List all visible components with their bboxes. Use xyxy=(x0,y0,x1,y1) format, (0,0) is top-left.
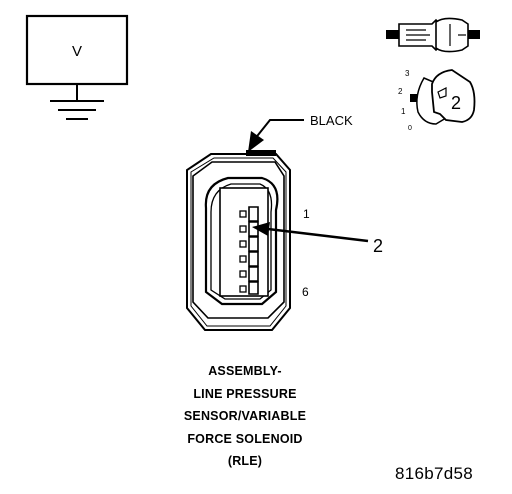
pin-callout-number: 2 xyxy=(373,236,383,256)
arrow-head-icon xyxy=(248,131,264,152)
inset-pin-number: 0 xyxy=(408,125,412,132)
connector-face: 1 6 2 xyxy=(186,150,383,331)
caption-line: FORCE SOLENOID xyxy=(187,431,303,446)
figure-id: 816b7d58 xyxy=(395,464,474,483)
color-callout: BLACK xyxy=(248,113,353,152)
connector-pair-icon xyxy=(386,17,480,53)
terminal-cavity xyxy=(239,281,259,295)
terminal-cavity xyxy=(239,266,259,282)
terminal-cavity xyxy=(239,221,259,237)
caption-line: (RLE) xyxy=(227,454,263,468)
pin-label-first: 1 xyxy=(303,207,310,221)
component-caption: ASSEMBLY- LINE PRESSURE SENSOR/VARIABLE … xyxy=(130,360,360,473)
voltmeter-symbol: V xyxy=(25,14,129,120)
terminal-cavity xyxy=(239,236,259,252)
ground-icon xyxy=(50,100,104,120)
terminal-cavity xyxy=(239,251,259,267)
caption-line: ASSEMBLY- xyxy=(208,364,282,378)
terminal-inset: 2 3 2 1 0 xyxy=(398,69,476,132)
arrow-head-icon xyxy=(252,222,270,236)
caption-line: SENSOR/VARIABLE xyxy=(183,409,307,423)
terminal-cavity xyxy=(239,206,259,222)
pin-label-last: 6 xyxy=(302,285,309,299)
terminal-cavities xyxy=(239,206,259,295)
caption-line: LINE PRESSURE xyxy=(193,386,297,401)
connector-color-label: BLACK xyxy=(310,113,353,128)
inset-callout-number: 2 xyxy=(451,93,461,113)
inset-pin-number: 3 xyxy=(405,69,410,78)
inset-pin-number: 2 xyxy=(398,87,403,96)
inset-pin-number: 1 xyxy=(401,107,406,116)
voltmeter-label: V xyxy=(72,43,82,60)
pin-callout-line xyxy=(267,227,369,243)
terminal-block xyxy=(219,187,269,297)
